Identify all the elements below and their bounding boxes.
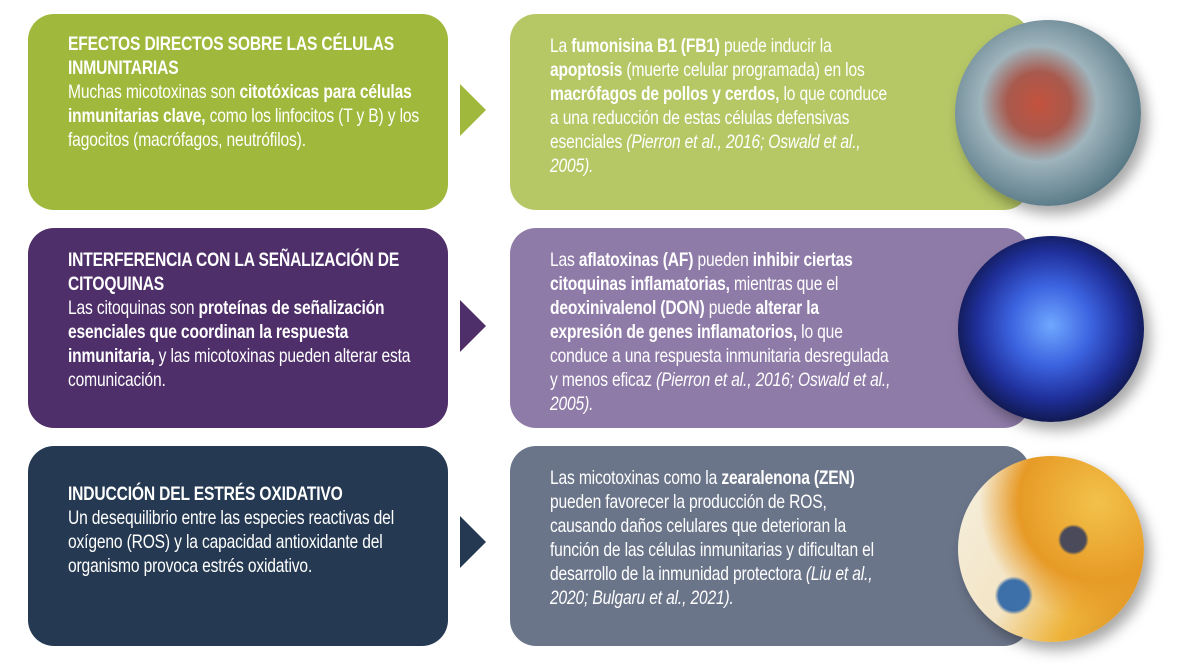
left-box-direct-effects: EFECTOS DIRECTOS SOBRE LAS CÉLULAS INMUN… — [28, 14, 448, 210]
text-segment: pueden — [693, 249, 753, 271]
arrow-right-icon — [460, 84, 486, 136]
text-segment: puede inducir la — [719, 35, 832, 57]
left-box-oxidative-stress: INDUCCIÓN DEL ESTRÉS OXIDATIVO Un desequ… — [28, 446, 448, 646]
box-body: Un desequilibrio entre las especies reac… — [68, 507, 394, 577]
right-box-zearalenone: Las micotoxinas como la zearalenona (ZEN… — [510, 446, 1030, 646]
bold-text: inhibir ciertas citoquinas inflamatorias… — [550, 249, 853, 295]
left-box-cytokine-signaling: INTERFERENCIA CON LA SEÑALIZACIÓN DE CIT… — [28, 228, 448, 428]
box-body: Las micotoxinas como la zearalenona (ZEN… — [550, 467, 874, 609]
text-segment: pueden favorecer la producción de ROS, c… — [550, 491, 874, 585]
bold-text: deoxinivalenol (DON) — [550, 297, 705, 319]
bold-text: macrófagos de pollos y cerdos, — [550, 83, 780, 105]
box-title: INTERFERENCIA CON LA SEÑALIZACIÓN DE CIT… — [68, 249, 400, 295]
bold-text: proteínas de señalización esenciales que… — [68, 297, 385, 367]
blue-cell-image — [958, 236, 1144, 422]
bold-text: aflatoxinas (AF) — [578, 249, 694, 271]
text-segment: como los linfocitos (T y B) y los fagoci… — [68, 105, 420, 151]
text-segment: lo que conduce a una respuesta inmunitar… — [550, 321, 889, 391]
box-body: La fumonisina B1 (FB1) puede inducir la … — [550, 35, 887, 177]
box-body: Las citoquinas son proteínas de señaliza… — [68, 297, 410, 391]
text-segment: lo que conduce a una reducción de estas … — [550, 83, 888, 153]
text-segment: Las micotoxinas como la — [550, 467, 722, 489]
bold-text: fumonisina B1 (FB1) — [571, 35, 720, 57]
text-segment: (muerte celular programada) en los — [622, 59, 865, 81]
box-title: EFECTOS DIRECTOS SOBRE LAS CÉLULAS INMUN… — [68, 33, 394, 79]
citation-text: (Pierron et al., 2016; Oswald et al., 20… — [550, 369, 891, 415]
macrophage-cell-image — [955, 20, 1141, 206]
citation-text: (Pierron et al., 2016; Oswald et al., 20… — [550, 131, 861, 177]
text-segment: Las — [550, 249, 579, 271]
arrow-right-icon — [460, 516, 486, 568]
text-segment: La — [550, 35, 572, 57]
bold-text: zearalenona (ZEN) — [721, 467, 855, 489]
text-segment: Muchas micotoxinas son — [68, 81, 240, 103]
text-segment: Un desequilibrio entre las especies reac… — [68, 507, 395, 577]
citation-text: (Liu et al., 2020; Bulgaru et al., 2021)… — [550, 563, 873, 609]
right-box-fumonisin: La fumonisina B1 (FB1) puede inducir la … — [510, 14, 1030, 210]
text-segment: y las micotoxinas pueden alterar esta co… — [68, 345, 411, 391]
box-body: Muchas micotoxinas son citotóxicas para … — [68, 81, 419, 151]
oxidative-cells-image — [958, 456, 1144, 642]
box-title: INDUCCIÓN DEL ESTRÉS OXIDATIVO — [68, 483, 343, 505]
arrow-right-icon — [460, 300, 486, 352]
text-segment: Las citoquinas son — [68, 297, 199, 319]
text-segment: mientras que el — [729, 273, 839, 295]
bold-text: apoptosis — [550, 59, 623, 81]
right-box-aflatoxins: Las aflatoxinas (AF) pueden inhibir cier… — [510, 228, 1030, 428]
box-body: Las aflatoxinas (AF) pueden inhibir cier… — [550, 249, 890, 415]
text-segment: puede — [704, 297, 756, 319]
bold-text: alterar la expresión de genes inflamator… — [550, 297, 819, 343]
bold-text: citotóxicas para células inmunitarias cl… — [68, 81, 412, 127]
